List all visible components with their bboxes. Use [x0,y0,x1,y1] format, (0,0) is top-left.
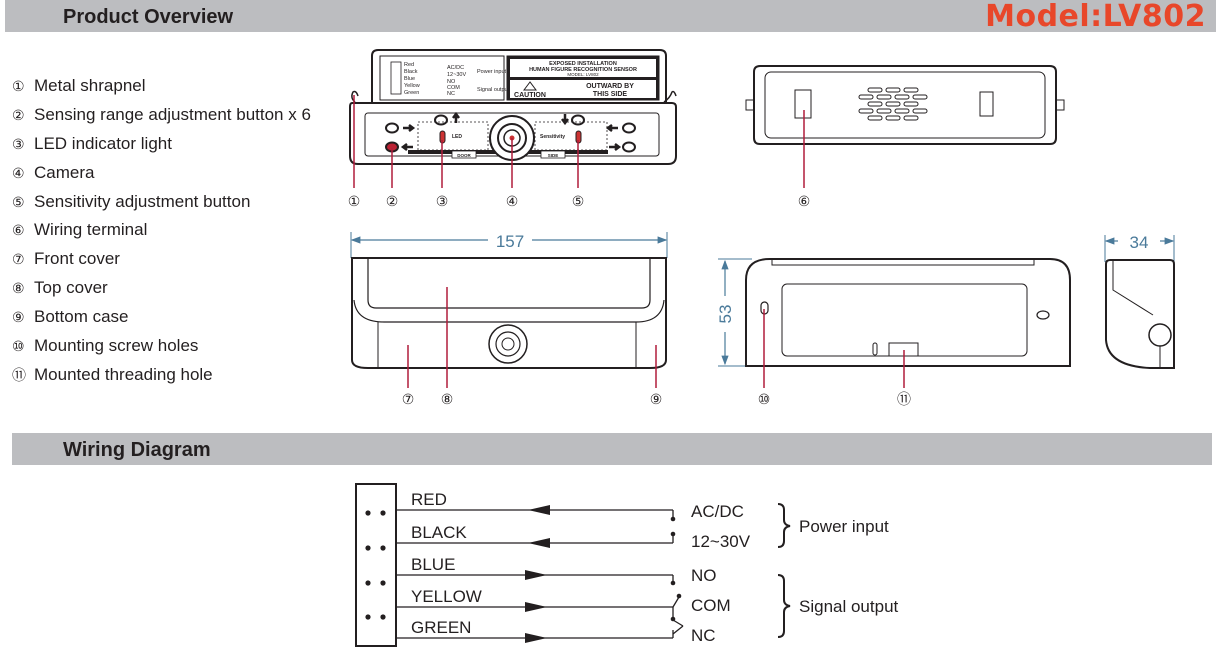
svg-text:HUMAN FIGURE RECOGNITION SENSO: HUMAN FIGURE RECOGNITION SENSOR [529,67,637,73]
height-dimension: 53 [716,305,735,324]
back-view-callout: ⑥ [798,193,811,209]
terminal-label-acdc: AC/DC [691,502,744,521]
svg-text:⑦: ⑦ [402,391,415,407]
svg-text:⑪: ⑪ [897,391,911,407]
front-view-label-text: Red Black Blue Yellow Green AC/DC 12~30V… [404,61,637,158]
wire-label-blue: BLUE [411,555,456,574]
svg-text:COM: COM [447,85,460,91]
svg-text:CAUTION: CAUTION [514,92,546,99]
svg-text:Sensitivity: Sensitivity [540,134,565,140]
svg-text:②: ② [386,193,399,209]
front-view-drawing [349,49,677,188]
top-view-drawing [350,232,668,388]
svg-text:LED: LED [452,134,462,140]
group-label-signal-output: Signal output [799,597,899,616]
product-overview-title: Product Overview [63,6,234,28]
svg-text:SIDE: SIDE [548,153,559,158]
bottom-view-drawing [718,258,1071,388]
svg-text:①: ① [348,193,361,209]
svg-text:Blue: Blue [404,76,415,82]
back-view-drawing [745,65,1065,188]
top-view-callouts: ⑦ ⑧ ⑨ [402,391,663,407]
svg-text:Green: Green [404,90,419,96]
svg-text:⑨: ⑨ [650,391,663,407]
svg-text:EXPOSED INSTALLATION: EXPOSED INSTALLATION [549,61,617,67]
wire-label-yellow: YELLOW [411,587,482,606]
bottom-view-callouts: ⑩ ⑪ [758,391,911,407]
svg-text:NC: NC [447,91,455,97]
wiring-diagram-header [12,433,1212,465]
terminal-label-no: NO [691,566,717,585]
depth-dimension: 34 [1130,233,1149,252]
caution-triangle-icon [523,81,537,91]
svg-text:DOOR: DOOR [457,153,471,158]
svg-text:Signal output: Signal output [477,87,510,93]
wiring-diagram [355,483,791,647]
front-view-callouts: ① ② ③ ④ ⑤ [348,193,585,209]
svg-text:⑩: ⑩ [758,391,771,407]
svg-text:③: ③ [436,193,449,209]
svg-text:④: ④ [506,193,519,209]
svg-text:Yellow: Yellow [404,83,420,89]
terminal-label-voltage: 12~30V [691,532,751,551]
wire-label-green: GREEN [411,618,472,637]
side-view-drawing [1104,235,1175,369]
svg-text:⑧: ⑧ [441,391,454,407]
wire-label-black: BLACK [411,523,467,542]
svg-text:NO: NO [447,79,456,85]
svg-text:Black: Black [404,69,418,75]
svg-text:Power input: Power input [477,69,507,75]
svg-text:Red: Red [404,62,414,68]
svg-text:MODEL: LV802: MODEL: LV802 [567,72,599,77]
svg-text:THIS SIDE: THIS SIDE [593,91,628,98]
product-overview-header [5,0,1216,32]
wiring-diagram-title: Wiring Diagram [63,439,211,461]
svg-text:12~30V: 12~30V [447,72,466,78]
svg-text:⑤: ⑤ [572,193,585,209]
group-label-power-input: Power input [799,517,889,536]
svg-text:OUTWARD BY: OUTWARD BY [586,83,634,90]
terminal-label-com: COM [691,596,731,615]
model-label: Model:LV802 [985,0,1206,34]
width-dimension: 157 [496,232,524,251]
svg-text:AC/DC: AC/DC [447,65,464,71]
terminal-label-nc: NC [691,626,716,645]
wire-label-red: RED [411,490,447,509]
